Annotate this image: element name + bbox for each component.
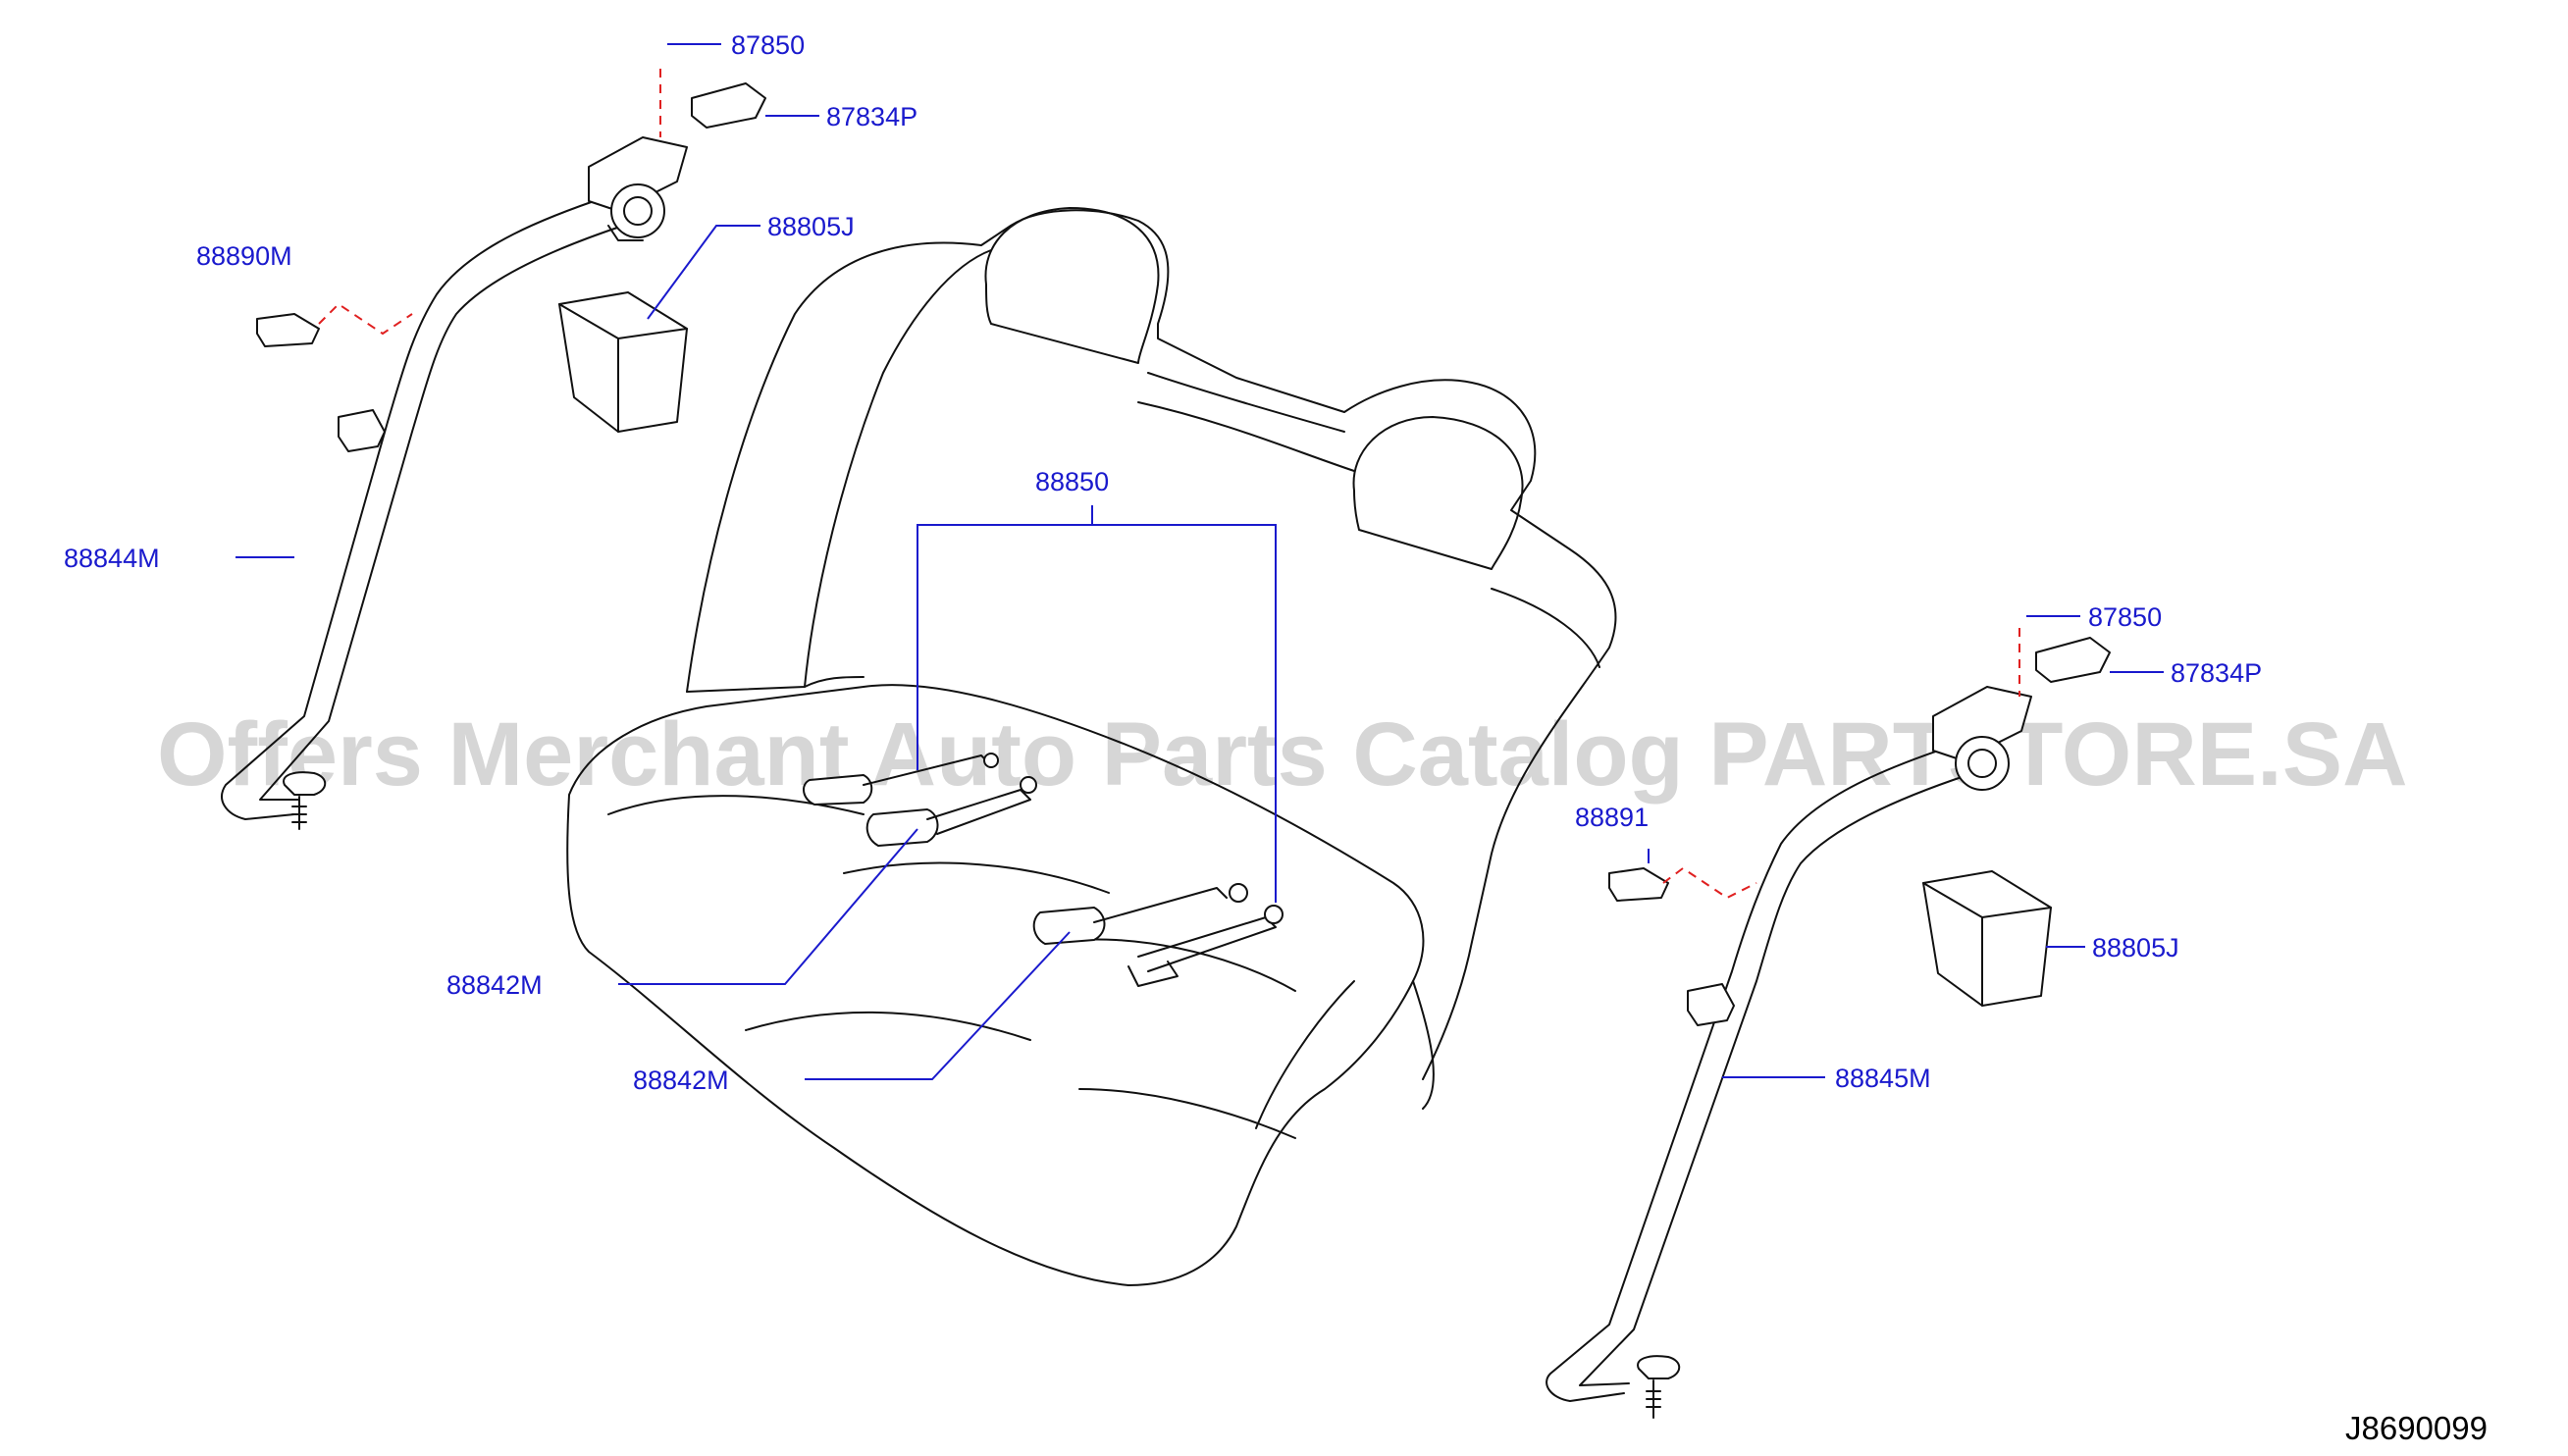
label-right-88845m[interactable]: 88845M <box>1835 1064 1931 1093</box>
left-cup-bracket-drawing <box>558 291 688 433</box>
label-center-88842m-b[interactable]: 88842M <box>633 1066 729 1095</box>
center-buckle-assemblies <box>803 753 1284 987</box>
watermark-text: Offers Merchant Auto Parts Catalog PARTS… <box>157 704 2408 805</box>
right-retractor-belt-drawing <box>1546 637 2111 1419</box>
leader-lines <box>236 43 2164 1080</box>
label-left-88844m[interactable]: 88844M <box>64 544 160 573</box>
label-center-88842m-a[interactable]: 88842M <box>446 970 543 1000</box>
label-left-87834p[interactable]: 87834P <box>826 102 917 131</box>
right-cup-bracket-drawing <box>1922 870 2052 1007</box>
label-center-88850[interactable]: 88850 <box>1035 467 1109 496</box>
label-right-88805j[interactable]: 88805J <box>2092 933 2179 962</box>
label-left-88805j[interactable]: 88805J <box>767 212 855 241</box>
dashed-assembly-links <box>318 69 2020 900</box>
label-right-87834p[interactable]: 87834P <box>2171 658 2262 688</box>
label-left-87850[interactable]: 87850 <box>731 30 805 60</box>
label-right-87850[interactable]: 87850 <box>2088 602 2162 632</box>
label-right-88891[interactable]: 88891 <box>1575 803 1649 832</box>
part-number-labels: 87850 87834P 88890M 88805J 88844M 88850 … <box>64 30 2262 1095</box>
left-retractor-belt-drawing <box>221 82 766 830</box>
drawing-id: J8690099 <box>2345 1410 2488 1446</box>
label-left-88890m[interactable]: 88890M <box>196 241 292 271</box>
